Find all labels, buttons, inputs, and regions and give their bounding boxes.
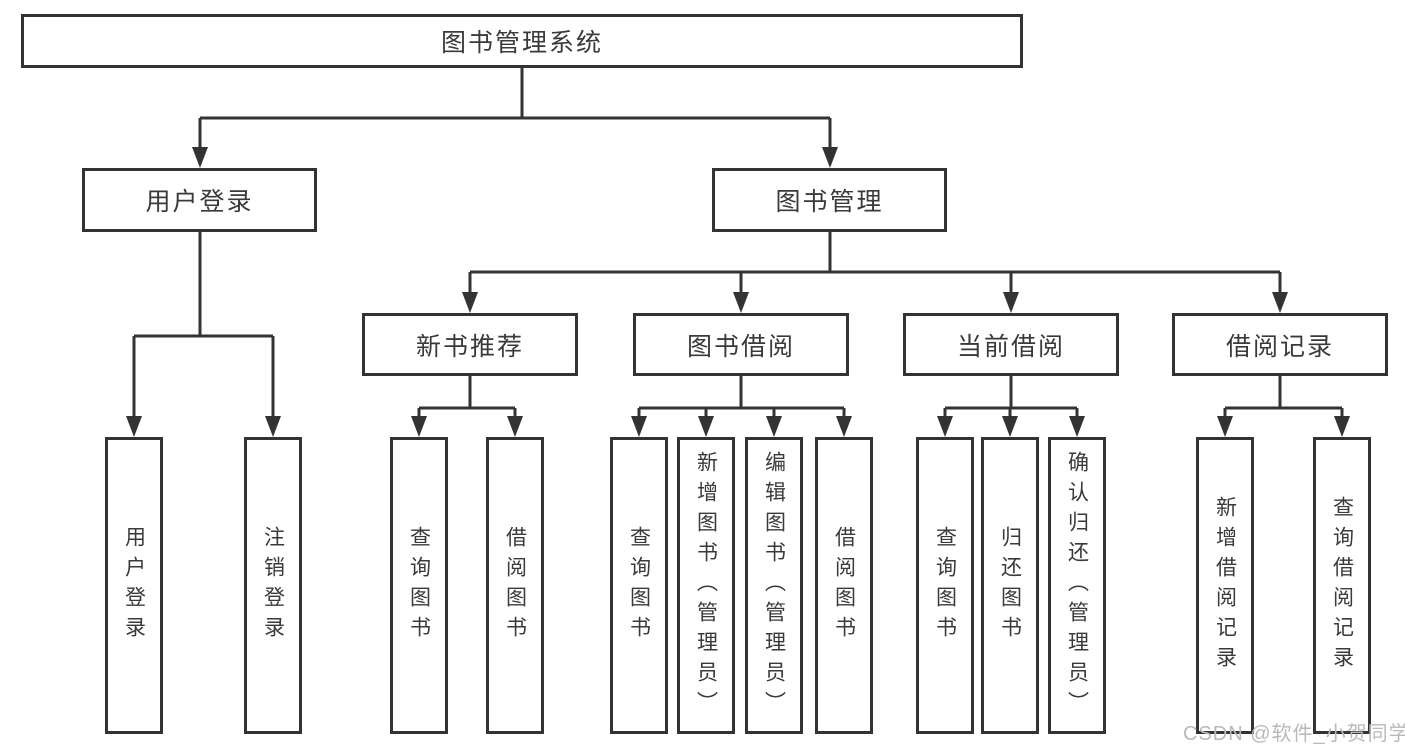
node-book-management: 图书管理 <box>712 168 947 232</box>
leaf-query-books-current: 查询图书 <box>916 437 974 734</box>
leaf-add-books-admin-label: 新增图书（管理员） <box>694 450 718 721</box>
node-book-borrowing: 图书借阅 <box>633 313 849 376</box>
leaf-query-books-recommend: 查询图书 <box>390 437 448 734</box>
leaf-return-books-label: 归还图书 <box>998 525 1022 646</box>
node-user-login: 用户登录 <box>82 168 317 232</box>
leaf-add-books-admin: 新增图书（管理员） <box>677 437 735 734</box>
node-root-label: 图书管理系统 <box>440 29 603 57</box>
leaf-add-borrow-record-label: 新增借阅记录 <box>1213 495 1237 676</box>
leaf-confirm-return-admin-label: 确认归还（管理员） <box>1065 450 1089 721</box>
leaf-borrow-books-borrowing: 借阅图书 <box>815 437 873 734</box>
leaf-query-books-borrowing: 查询图书 <box>610 437 668 734</box>
watermark: CSDN @软件_小贺同学 <box>1183 723 1405 745</box>
node-book-borrowing-label: 图书借阅 <box>686 332 795 361</box>
leaf-query-books-current-label: 查询图书 <box>933 525 957 646</box>
leaf-user-login: 用户登录 <box>105 437 163 734</box>
leaf-edit-books-admin-label: 编辑图书（管理员） <box>762 450 786 721</box>
node-current-borrowing-label: 当前借阅 <box>956 332 1065 361</box>
leaf-return-books: 归还图书 <box>981 437 1039 734</box>
leaf-borrow-books-recommend: 借阅图书 <box>486 437 544 734</box>
leaf-logout-login: 注销登录 <box>244 437 302 734</box>
node-book-management-label: 图书管理 <box>775 188 884 216</box>
node-borrowing-records: 借阅记录 <box>1172 313 1388 376</box>
node-user-login-label: 用户登录 <box>145 188 254 216</box>
arrowhead-icons <box>126 147 1350 437</box>
leaf-confirm-return-admin: 确认归还（管理员） <box>1048 437 1106 734</box>
node-current-borrowing: 当前借阅 <box>903 313 1119 376</box>
leaf-edit-books-admin: 编辑图书（管理员） <box>745 437 803 734</box>
node-root: 图书管理系统 <box>21 14 1023 68</box>
leaf-query-books-recommend-label: 查询图书 <box>407 525 431 646</box>
leaf-query-books-borrowing-label: 查询图书 <box>627 525 651 646</box>
leaf-borrow-books-borrowing-label: 借阅图书 <box>832 525 856 646</box>
node-new-book-recommendation: 新书推荐 <box>362 313 578 376</box>
node-borrowing-records-label: 借阅记录 <box>1225 332 1334 361</box>
leaf-user-login-label: 用户登录 <box>122 525 146 646</box>
leaf-borrow-books-recommend-label: 借阅图书 <box>503 525 527 646</box>
leaf-add-borrow-record: 新增借阅记录 <box>1196 437 1254 734</box>
leaf-query-borrow-record: 查询借阅记录 <box>1313 437 1371 734</box>
leaf-query-borrow-record-label: 查询借阅记录 <box>1330 495 1354 676</box>
node-new-book-recommendation-label: 新书推荐 <box>415 332 524 361</box>
leaf-logout-login-label: 注销登录 <box>261 525 285 646</box>
